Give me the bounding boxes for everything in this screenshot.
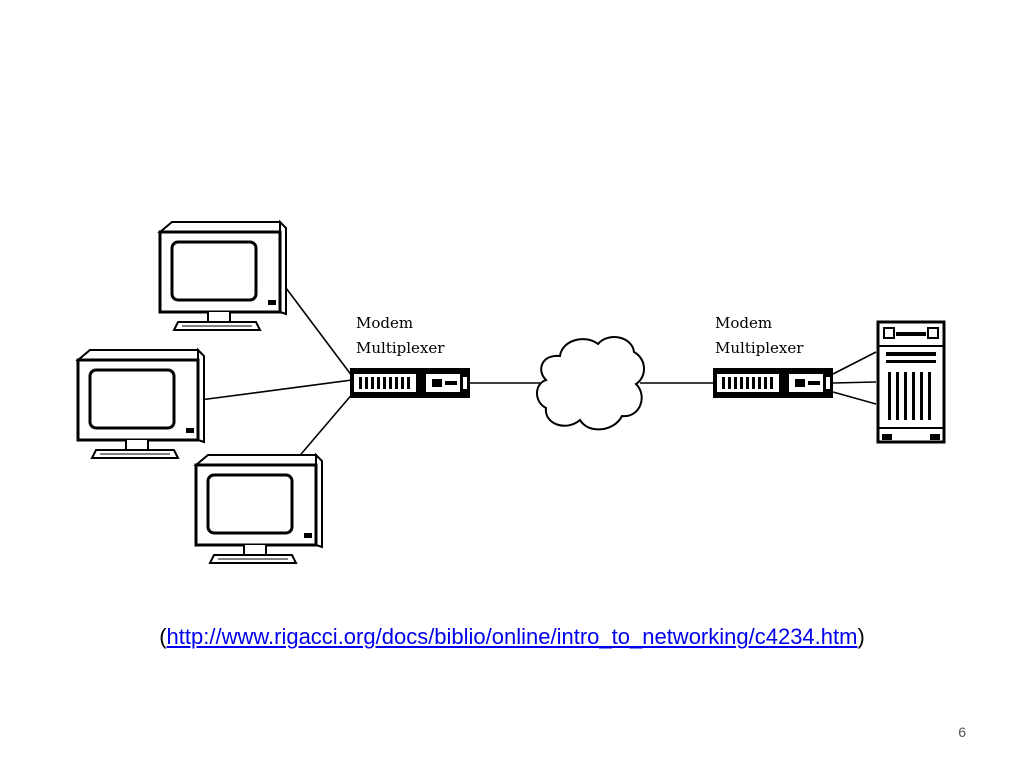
right-mux-label-line1: Modem bbox=[715, 314, 772, 332]
connection-lines bbox=[199, 279, 877, 461]
monitor-icon bbox=[194, 453, 324, 565]
network-cloud-icon bbox=[536, 336, 645, 431]
server-icon bbox=[876, 320, 946, 444]
modem-multiplexer-icon bbox=[713, 368, 833, 398]
link-mux-server-3 bbox=[832, 391, 877, 405]
citation-link[interactable]: http://www.rigacci.org/docs/biblio/onlin… bbox=[166, 624, 858, 649]
citation: (http://www.rigacci.org/docs/biblio/onli… bbox=[0, 624, 1024, 650]
citation-open-paren: ( bbox=[159, 624, 167, 649]
left-mux-label-line1: Modem bbox=[356, 314, 413, 332]
page-number: 6 bbox=[958, 724, 966, 740]
modem-multiplexer-icon bbox=[350, 368, 470, 398]
citation-close-paren: ) bbox=[857, 624, 865, 649]
link-monitor1-mux bbox=[279, 279, 353, 377]
link-monitor2-mux bbox=[199, 379, 353, 401]
right-mux-label-line2: Multiplexer bbox=[715, 339, 804, 357]
left-mux-label-line2: Multiplexer bbox=[356, 339, 445, 357]
link-mux-server-2 bbox=[832, 381, 877, 384]
link-monitor3-mux bbox=[295, 391, 355, 461]
monitor-icon bbox=[76, 348, 206, 460]
monitor-icon bbox=[158, 220, 288, 332]
link-mux-server-1 bbox=[832, 351, 877, 375]
